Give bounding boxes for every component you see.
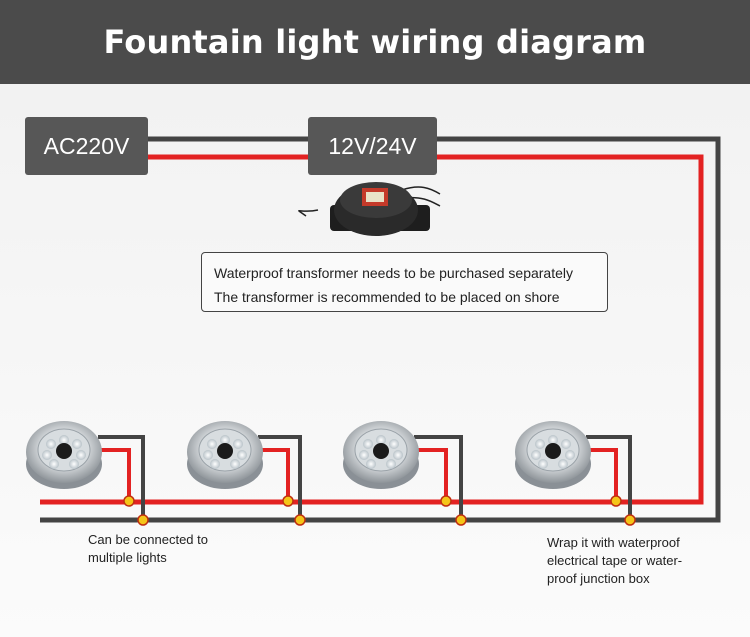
underwater-light-icon — [187, 421, 263, 489]
junction-dot — [455, 514, 467, 526]
junction-dot — [624, 514, 636, 526]
junction-dot — [610, 495, 622, 507]
ac-power-label: AC220V — [25, 117, 148, 175]
junction-dot — [137, 514, 149, 526]
page-title: Fountain light wiring diagram — [103, 23, 647, 61]
multiple-lights-caption: Can be connected to multiple lights — [88, 532, 208, 565]
dc-power-label: 12V/24V — [308, 117, 437, 175]
transformer-icon — [298, 182, 441, 236]
underwater-light-icon — [515, 421, 591, 489]
transformer-note: Waterproof transformer needs to be purch… — [201, 252, 608, 312]
dark-wire-dc — [40, 136, 721, 523]
title-banner: Fountain light wiring diagram — [0, 0, 750, 84]
wiring-diagram — [0, 84, 750, 637]
junction-dot — [294, 514, 306, 526]
junction-points — [123, 495, 636, 526]
light-branch-wires — [98, 435, 632, 520]
note-line: Waterproof transformer needs to be purch… — [214, 265, 574, 281]
note-line: The transformer is recommended to be pla… — [214, 289, 560, 305]
underwater-light-icon — [26, 421, 102, 489]
junction-caption: Wrap it with waterproof electrical tape … — [547, 535, 683, 586]
junction-dot — [123, 495, 135, 507]
red-wire-dc — [40, 154, 704, 505]
dc-power-text: 12V/24V — [328, 132, 417, 159]
lights-row — [26, 421, 591, 489]
power-feed-wires — [40, 136, 721, 523]
underwater-light-icon — [343, 421, 419, 489]
ac-power-text: AC220V — [43, 132, 130, 159]
junction-dot — [440, 495, 452, 507]
junction-dot — [282, 495, 294, 507]
